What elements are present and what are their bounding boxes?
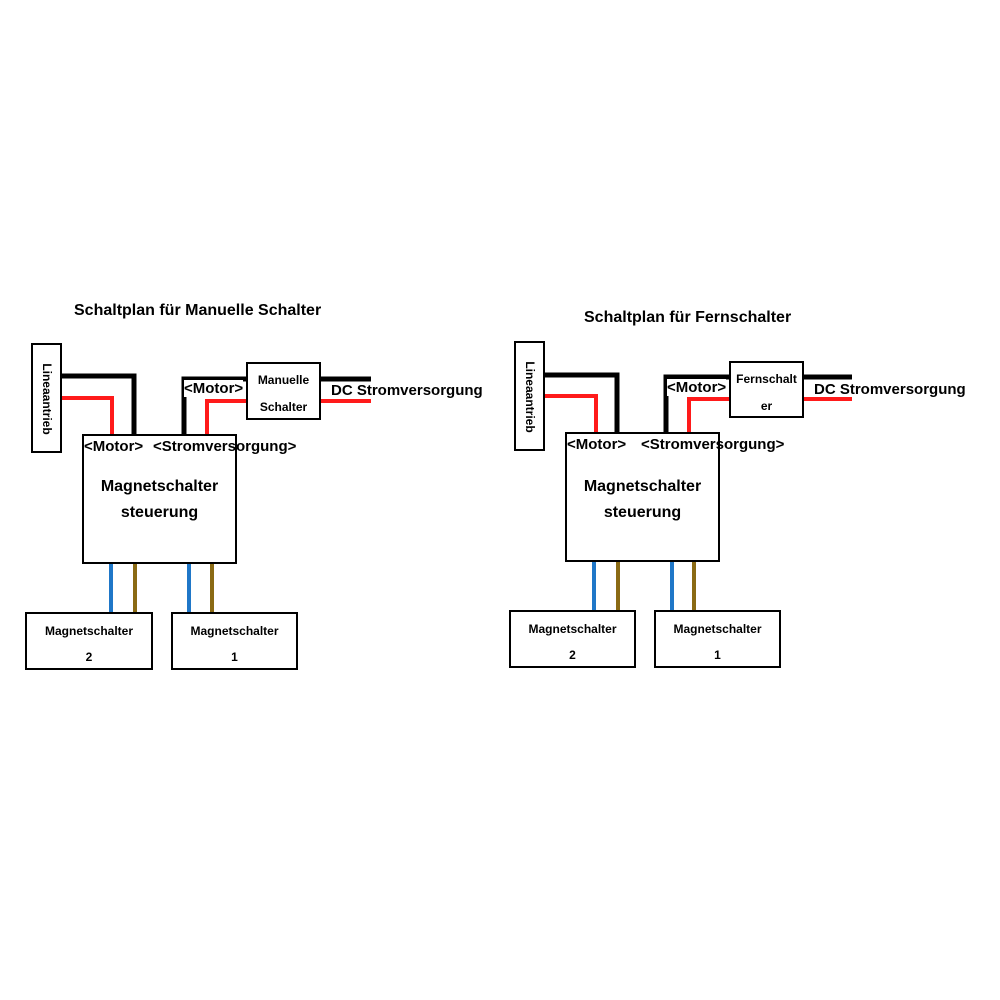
diagram-title: Schaltplan für Fernschalter (584, 309, 792, 326)
valve-1-label-line2: 1 (231, 650, 238, 664)
dc-power-label: DC Stromversorgung (814, 381, 966, 398)
linear-actuator-box: Lineaantrieb (514, 341, 545, 451)
valve-1-label-line1: Magnetschalter (190, 624, 279, 638)
switch-motor-port-label: <Motor> (667, 379, 727, 396)
controller-label-line2: steuerung (120, 504, 199, 521)
black-wire (181, 376, 246, 434)
controller-box: Magnetschalter steuerung (565, 432, 720, 562)
controller-label-line2: steuerung (603, 504, 682, 521)
switch-label-line2: er (760, 399, 773, 413)
valve-1-label-line2: 1 (714, 648, 721, 662)
solenoid-valve-2-box: Magnetschalter 2 (509, 610, 636, 668)
remote-switch-box: Fernschalt er (729, 361, 804, 418)
linear-actuator-box: Lineaantrieb (31, 343, 62, 453)
valve-2-label-line1: Magnetschalter (44, 624, 134, 638)
manual-switch-box: Manuelle Schalter (246, 362, 321, 420)
switch-motor-port-label: <Motor> (184, 380, 244, 397)
valve-2-label-line2: 2 (85, 650, 93, 664)
red-wire (62, 396, 114, 434)
valve-1-label-line1: Magnetschalter (673, 622, 762, 636)
red-wire (545, 394, 598, 432)
black-wire (62, 373, 137, 434)
diagram-title: Schaltplan für Manuelle Schalter (74, 302, 322, 319)
controller-label-line1: Magnetschalter (100, 478, 219, 495)
red-wire (205, 399, 246, 434)
dc-power-label: DC Stromversorgung (331, 382, 483, 399)
switch-label-line1: Fernschalt (736, 372, 797, 386)
red-wire (687, 397, 729, 432)
solenoid-valve-1-box: Magnetschalter 1 (171, 612, 298, 670)
valve-2-label-line2: 2 (569, 648, 576, 662)
controller-motor-port: <Motor> (84, 438, 144, 455)
switch-label-line2: Schalter (259, 400, 308, 414)
controller-power-port: <Stromversorgung> (153, 438, 297, 455)
controller-box: Magnetschalter steuerung (82, 434, 237, 564)
solenoid-valve-2-box: Magnetschalter 2 (25, 612, 153, 670)
switch-label-line1: Manuelle (257, 373, 310, 387)
black-wire (545, 372, 620, 432)
solenoid-valve-1-box: Magnetschalter 1 (654, 610, 781, 668)
valve-2-label-line1: Magnetschalter (528, 622, 617, 636)
controller-label-line1: Magnetschalter (583, 478, 702, 495)
controller-power-port: <Stromversorgung> (641, 436, 785, 453)
controller-motor-port: <Motor> (567, 436, 627, 453)
black-wire (663, 374, 729, 432)
actuator-label: Lineaantrieb (523, 361, 537, 433)
